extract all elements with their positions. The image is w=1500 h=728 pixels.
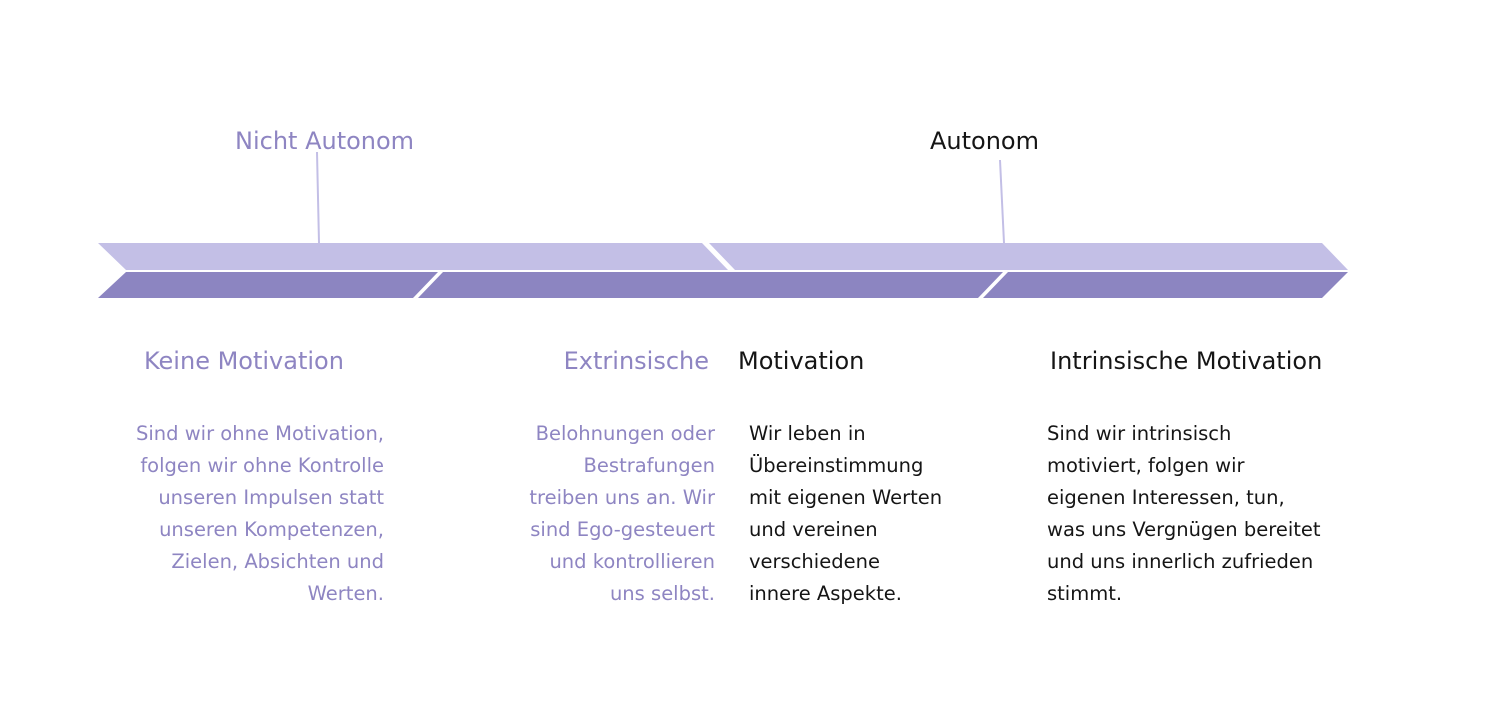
band-top-left bbox=[98, 243, 728, 270]
connector-line-autonom bbox=[999, 159, 1005, 244]
connector-line-nicht-autonom bbox=[316, 151, 320, 244]
heading-keine-motivation: Keine Motivation bbox=[144, 347, 344, 375]
band-bottom-segment-3 bbox=[983, 272, 1348, 298]
band-top-right bbox=[709, 243, 1348, 270]
heading-extrinsische: Extrinsische bbox=[563, 347, 709, 375]
heading-motivation: Motivation bbox=[738, 347, 865, 375]
body-keine-motivation: Sind wir ohne Motivation, folgen wir ohn… bbox=[135, 422, 384, 605]
band-bottom-segment-2 bbox=[418, 272, 1003, 298]
body-intrinsische-motivation: Sind wir intrinsisch motiviert, folgen w… bbox=[1047, 422, 1321, 605]
label-autonom: Autonom bbox=[930, 127, 1039, 155]
body-motivation: Wir leben in Übereinstimmung mit eigenen… bbox=[749, 422, 943, 605]
body-extrinsische: Belohnungen oder Bestrafungen treiben un… bbox=[529, 422, 715, 605]
label-nicht-autonom: Nicht Autonom bbox=[235, 127, 415, 155]
heading-intrinsische-motivation: Intrinsische Motivation bbox=[1050, 347, 1323, 375]
band-bottom-segment-1 bbox=[98, 272, 438, 298]
